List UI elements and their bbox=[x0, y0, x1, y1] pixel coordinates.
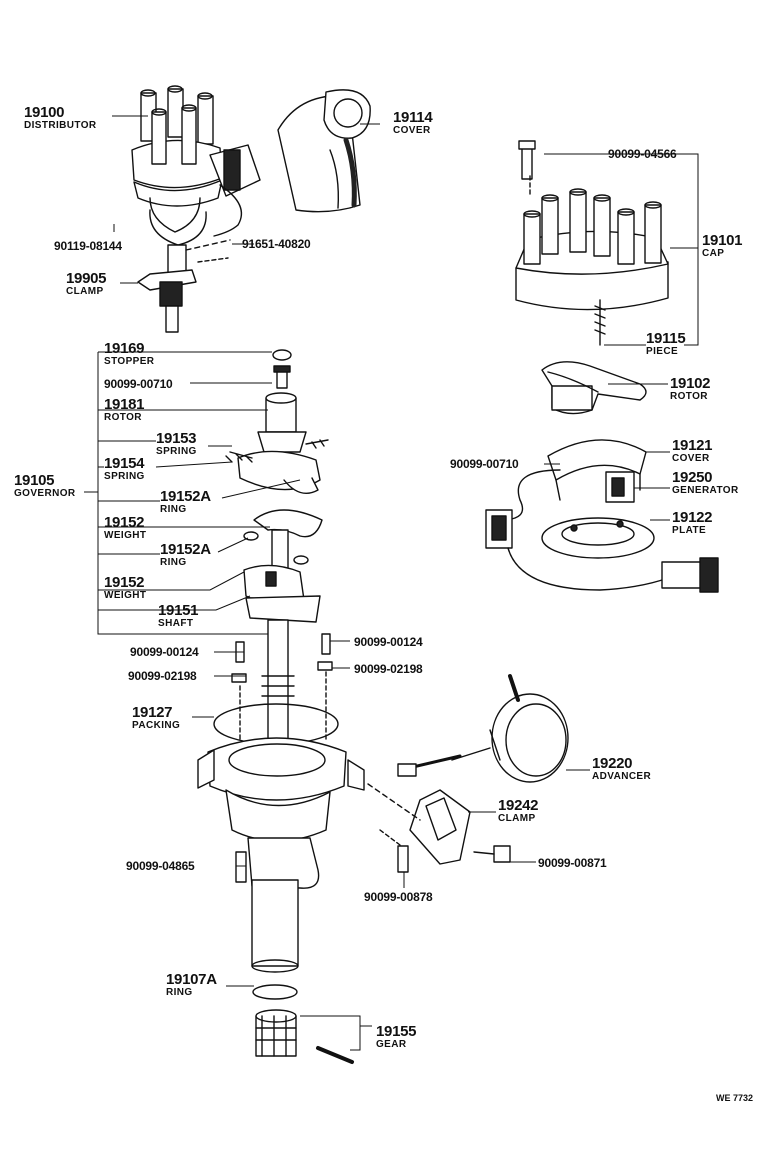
vacuum-advancer-drawing bbox=[397, 674, 569, 783]
governor-stack-drawing bbox=[225, 349, 329, 623]
fastener-label-90099-02198-right: 90099-02198 bbox=[354, 662, 423, 676]
fastener-label-90099-00871: 90099-00871 bbox=[538, 856, 607, 870]
diagram-code: WE 7732 bbox=[716, 1093, 754, 1103]
rotor-drawing bbox=[541, 361, 647, 415]
distributor-assembly-drawing bbox=[131, 85, 261, 333]
pickup-coil-assembly-drawing bbox=[485, 439, 719, 593]
fastener-label-90099-04566: 90099-04566 bbox=[608, 147, 677, 161]
fastener-label-90099-00710-governor: 90099-00710 bbox=[104, 377, 173, 391]
fastener-label-90099-00710-pickup: 90099-00710 bbox=[450, 457, 519, 471]
fastener-label-91651-40820: 91651-40820 bbox=[242, 237, 311, 251]
fastener-label-90099-02198-left: 90099-02198 bbox=[128, 669, 197, 683]
fastener-label-90099-04865: 90099-04865 bbox=[126, 859, 195, 873]
fastener-label-90099-00124-right: 90099-00124 bbox=[354, 635, 423, 649]
fastener-label-90099-00878: 90099-00878 bbox=[364, 890, 433, 904]
distributor-cap-drawing bbox=[515, 140, 669, 346]
fastener-label-90099-00124-left: 90099-00124 bbox=[130, 645, 199, 659]
fastener-label-90119-08144: 90119-08144 bbox=[54, 239, 122, 253]
shaft-and-housing-drawing bbox=[197, 619, 365, 1000]
drive-gear-drawing bbox=[255, 1009, 354, 1064]
advancer-clamp-drawing bbox=[397, 789, 511, 873]
distributor-cover-drawing bbox=[277, 89, 371, 213]
